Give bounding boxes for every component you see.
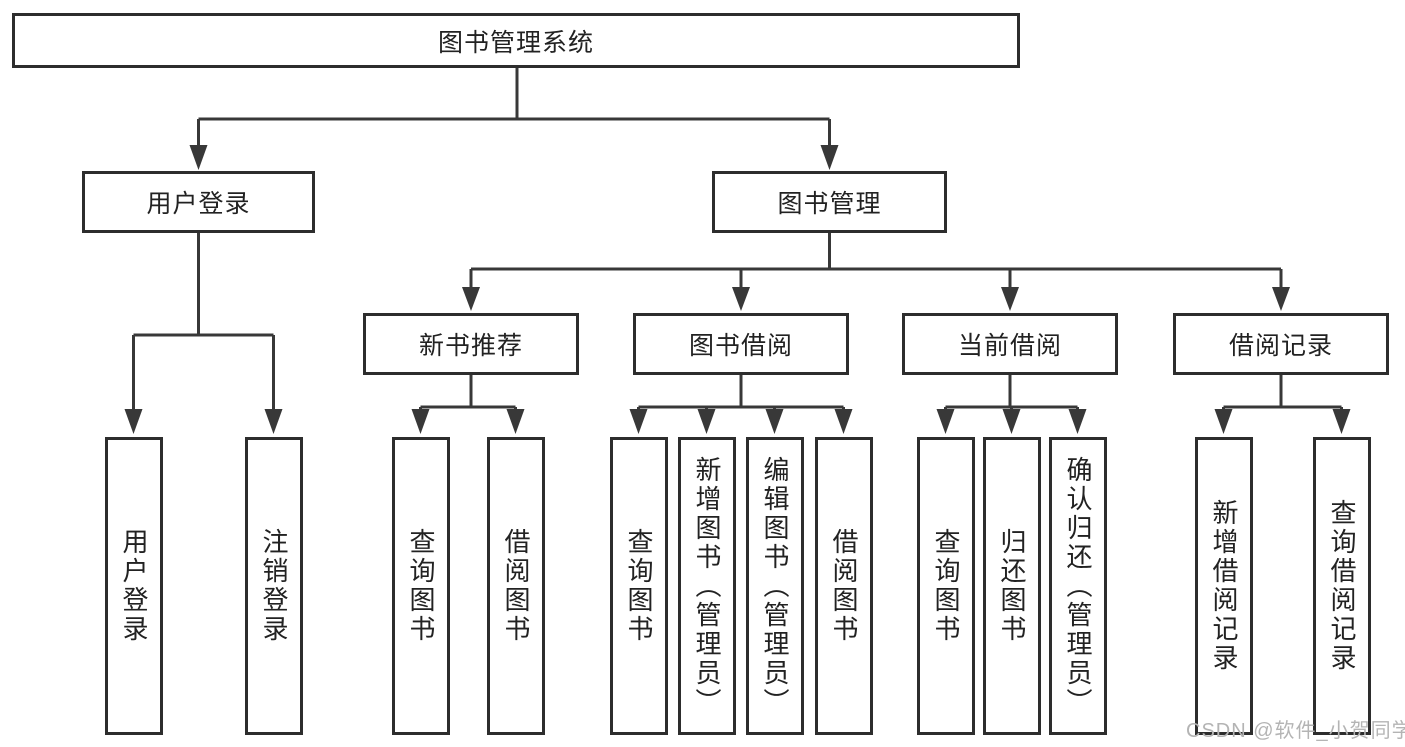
leaf-borrow-query-books: 查询图书 [610,437,668,735]
edge-book-borrow-children [629,375,853,434]
watermark: CSDN @软件_小贺同学 [1186,720,1405,742]
leaf-add-books-admin: 新增图书（管理员） [678,437,736,735]
edge-new-book-recommend-children [411,375,525,434]
edge-book-management-children [462,233,1290,311]
leaf-recommend-query-books: 查询图书 [392,437,450,735]
edge-borrow-records-children [1214,375,1351,434]
node-current-borrow: 当前借阅 [902,313,1118,375]
node-label: 归还图书 [997,528,1027,644]
node-label: 注销登录 [259,528,289,644]
node-label: 当前借阅 [957,332,1062,360]
node-book-management: 图书管理 [712,171,947,233]
leaf-user-login: 用户登录 [105,437,163,735]
leaf-query-borrow-record: 查询借阅记录 [1313,437,1371,735]
leaf-recommend-borrow-books: 借阅图书 [487,437,545,735]
node-label: 借阅记录 [1228,332,1333,360]
node-label: 查询图书 [406,528,436,644]
node-label: 用户登录 [119,528,149,644]
edge-current-borrow-children [936,375,1087,434]
leaf-borrow-books: 借阅图书 [815,437,873,735]
leaf-confirm-return-admin: 确认归还（管理员） [1049,437,1107,735]
node-label: 编辑图书（管理员） [760,455,790,717]
leaf-add-borrow-record: 新增借阅记录 [1195,437,1253,735]
leaf-return-books: 归还图书 [983,437,1041,735]
node-label: 新增借阅记录 [1209,499,1239,673]
leaf-edit-books-admin: 编辑图书（管理员） [746,437,804,735]
edge-root-to-level2 [189,68,839,170]
node-label: 新书推荐 [418,332,523,360]
node-label: 确认归还（管理员） [1063,455,1093,717]
node-label: 图书借阅 [688,332,793,360]
leaf-current-query-books: 查询图书 [917,437,975,735]
node-book-borrow: 图书借阅 [633,313,849,375]
node-label: 新增图书（管理员） [692,455,722,717]
node-label: 查询图书 [624,528,654,644]
node-label: 查询借阅记录 [1327,499,1357,673]
node-library-management-system: 图书管理系统 [12,13,1020,68]
node-new-book-recommend: 新书推荐 [363,313,579,375]
node-borrow-records: 借阅记录 [1173,313,1389,375]
node-label: 借阅图书 [501,528,531,644]
node-label: 查询图书 [931,528,961,644]
leaf-logout: 注销登录 [245,437,303,735]
node-label: 图书管理 [777,190,882,218]
node-user-login: 用户登录 [82,171,315,233]
node-label: 借阅图书 [829,528,859,644]
node-label: 用户登录 [146,190,251,218]
node-label: 图书管理系统 [437,28,594,57]
edge-user-login-children [124,233,283,434]
